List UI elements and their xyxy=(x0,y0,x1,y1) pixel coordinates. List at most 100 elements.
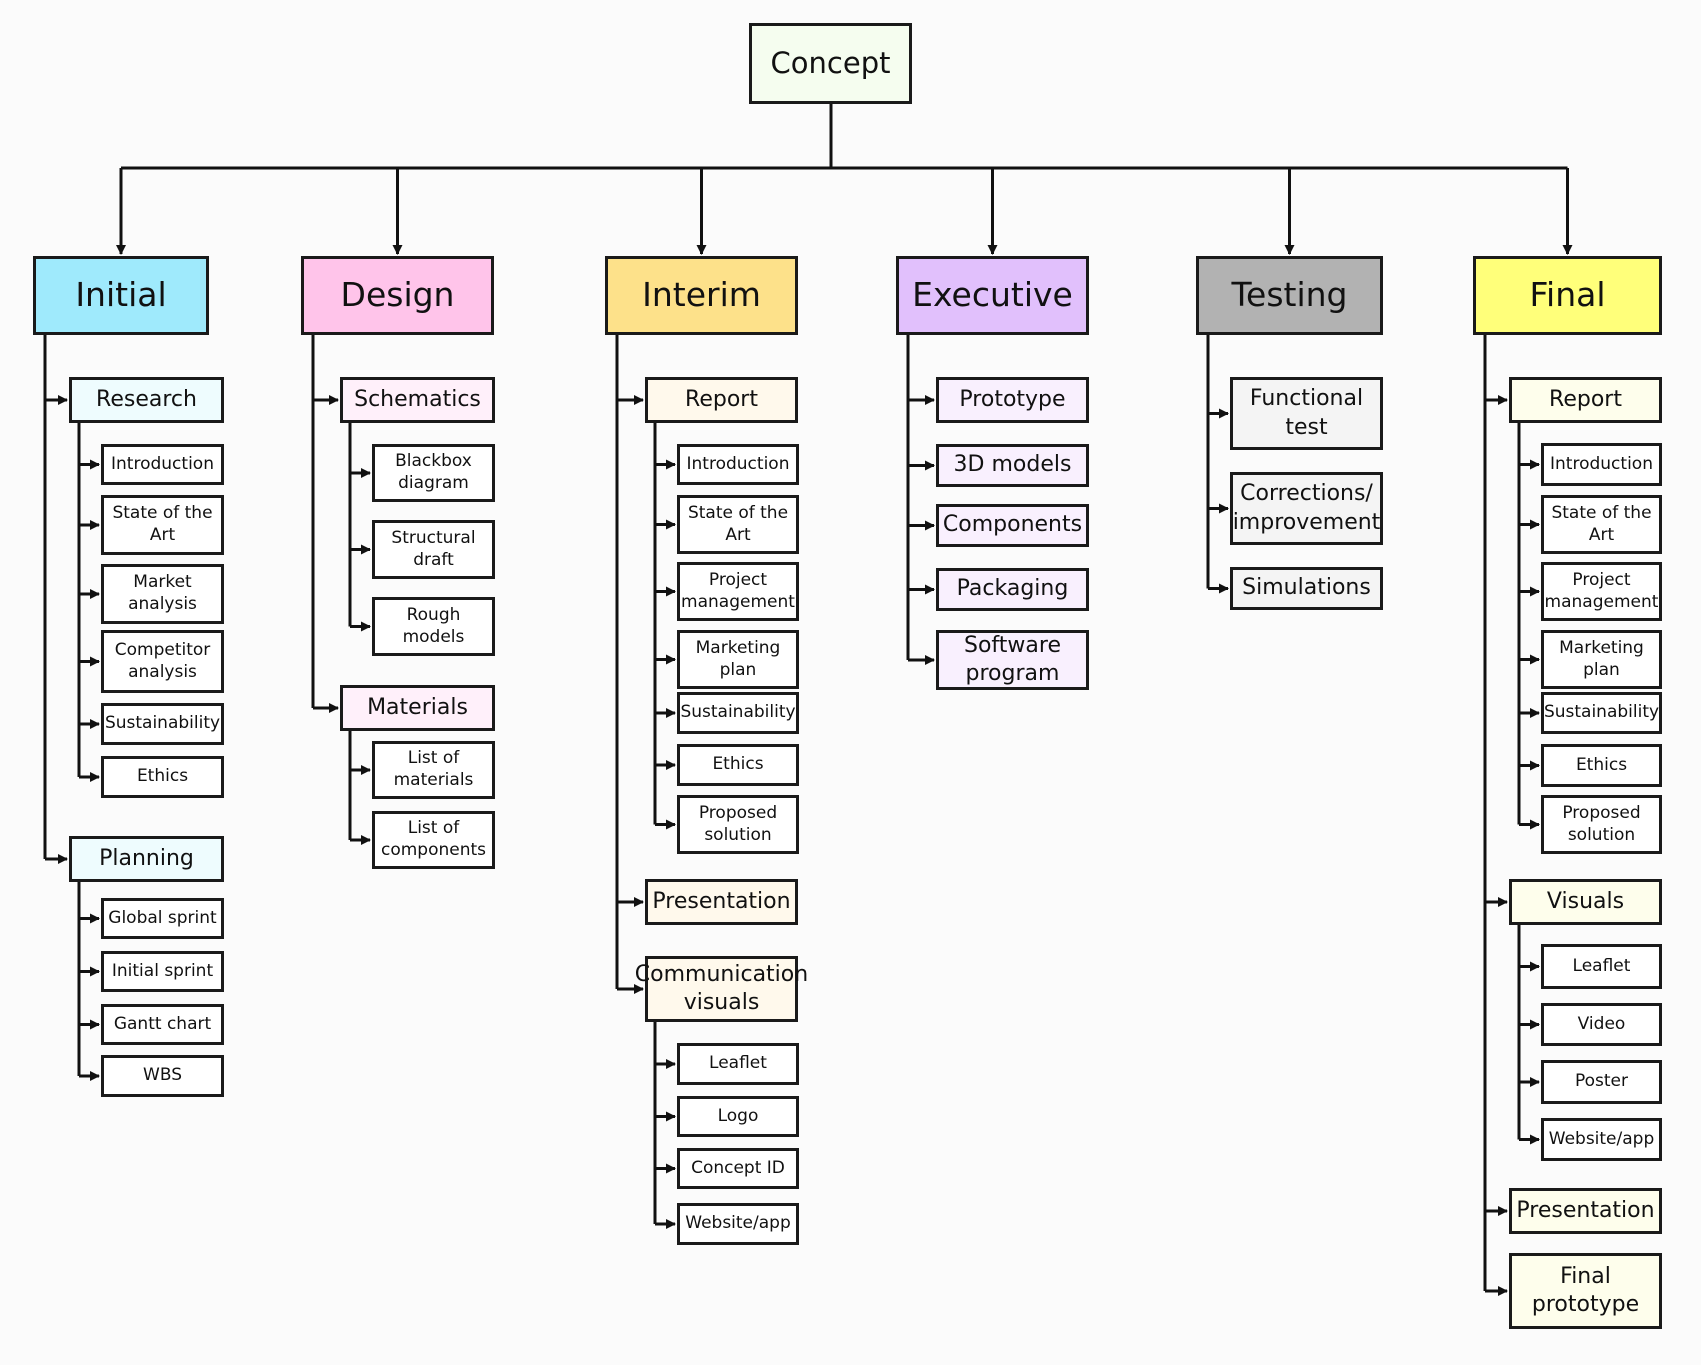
sub-executive-prototype: Prototype xyxy=(936,377,1089,423)
item-interim-report-project-management-label: Project management xyxy=(681,569,795,612)
item-final-visuals-website-app-label: Website/app xyxy=(1548,1128,1655,1149)
item-final-report-state-of-the-art-label: State of the Art xyxy=(1551,502,1652,545)
sub-testing-corrections-improvement-label: Corrections/ improvement xyxy=(1232,481,1381,535)
sub-testing-functional-test: Functional test xyxy=(1230,377,1383,450)
sub-executive-3d-models-label: 3D models xyxy=(953,452,1072,478)
item-interim-report-introduction: Introduction xyxy=(677,444,799,485)
item-final-report-ethics-label: Ethics xyxy=(1575,754,1628,775)
sub-initial-research: Research xyxy=(69,377,224,423)
item-final-visuals-leaflet-label: Leaflet xyxy=(1572,955,1631,976)
item-initial-planning-initial-sprint: Initial sprint xyxy=(101,951,224,992)
item-interim-communication-visuals-website-app-label: Website/app xyxy=(685,1213,791,1234)
item-final-visuals-poster: Poster xyxy=(1541,1060,1662,1104)
item-interim-report-introduction-label: Introduction xyxy=(686,453,790,474)
item-interim-communication-visuals-leaflet: Leaflet xyxy=(677,1043,799,1085)
item-final-report-sustainability: Sustainability xyxy=(1541,692,1662,734)
item-initial-planning-wbs: WBS xyxy=(101,1055,224,1097)
item-interim-report-proposed-solution-label: Proposed solution xyxy=(698,802,778,845)
sub-testing-corrections-improvement: Corrections/ improvement xyxy=(1230,472,1383,545)
item-initial-research-market-analysis: Market analysis xyxy=(101,564,224,624)
item-final-report-introduction: Introduction xyxy=(1541,443,1662,486)
item-initial-research-introduction-label: Introduction xyxy=(111,453,214,474)
sub-final-report-label: Report xyxy=(1549,386,1622,412)
item-initial-research-sustainability: Sustainability xyxy=(101,703,224,745)
phase-final-label: Final xyxy=(1529,275,1606,315)
item-final-report-introduction-label: Introduction xyxy=(1550,453,1653,474)
item-initial-research-competitor-analysis-label: Competitor analysis xyxy=(114,639,211,682)
item-final-visuals-poster-label: Poster xyxy=(1574,1071,1629,1092)
sub-final-final-prototype-label: Final prototype xyxy=(1531,1263,1640,1317)
item-initial-research-market-analysis-label: Market analysis xyxy=(128,572,197,614)
sub-design-materials-label: Materials xyxy=(367,694,468,720)
phase-initial: Initial xyxy=(33,256,209,335)
sub-testing-simulations-label: Simulations xyxy=(1242,575,1371,601)
phase-testing-label: Testing xyxy=(1231,275,1348,315)
item-initial-planning-gantt-chart: Gantt chart xyxy=(101,1004,224,1045)
sub-initial-planning-label: Planning xyxy=(99,845,194,871)
item-interim-communication-visuals-logo-label: Logo xyxy=(717,1105,759,1126)
sub-executive-software-program-label: Software program xyxy=(964,632,1061,686)
item-interim-report-proposed-solution: Proposed solution xyxy=(677,795,799,854)
sub-interim-communication-visuals: Communication visuals xyxy=(635,956,808,1022)
item-design-schematics-rough-models: Rough models xyxy=(372,597,495,656)
item-final-report-marketing-plan-label: Marketing plan xyxy=(1559,637,1644,680)
item-interim-communication-visuals-logo: Logo xyxy=(677,1096,799,1137)
item-design-schematics-structural-draft: Structural draft xyxy=(372,520,495,579)
sub-final-report: Report xyxy=(1509,377,1662,423)
item-final-visuals-website-app: Website/app xyxy=(1541,1118,1662,1161)
item-design-materials-list-of-materials: List of materials xyxy=(372,741,495,799)
sub-executive-3d-models: 3D models xyxy=(936,444,1089,487)
root-node-concept-label: Concept xyxy=(770,45,891,80)
sub-design-materials: Materials xyxy=(340,685,495,731)
sub-executive-components: Components xyxy=(936,504,1089,547)
sub-final-presentation-label: Presentation xyxy=(1516,1197,1655,1223)
sub-testing-functional-test-label: Functional test xyxy=(1249,386,1364,440)
sub-interim-presentation-label: Presentation xyxy=(652,888,791,914)
item-design-materials-list-of-components: List of components xyxy=(372,811,495,869)
phase-design-label: Design xyxy=(340,275,455,315)
sub-executive-components-label: Components xyxy=(942,512,1083,538)
sub-initial-planning: Planning xyxy=(69,836,224,882)
item-initial-research-ethics-label: Ethics xyxy=(136,766,189,787)
phase-interim: Interim xyxy=(605,256,798,335)
item-initial-planning-global-sprint: Global sprint xyxy=(101,898,224,939)
sub-testing-simulations: Simulations xyxy=(1230,567,1383,610)
phase-executive: Executive xyxy=(896,256,1089,335)
sub-initial-research-label: Research xyxy=(96,386,197,412)
item-design-schematics-blackbox-diagram-label: Blackbox diagram xyxy=(395,451,472,493)
sub-executive-packaging-label: Packaging xyxy=(956,576,1069,602)
phase-design: Design xyxy=(301,256,494,335)
item-initial-research-competitor-analysis: Competitor analysis xyxy=(101,630,224,693)
item-final-report-state-of-the-art: State of the Art xyxy=(1541,495,1662,554)
phase-executive-label: Executive xyxy=(912,275,1073,315)
item-interim-report-marketing-plan-label: Marketing plan xyxy=(695,637,781,680)
phase-interim-label: Interim xyxy=(642,275,761,315)
item-initial-research-introduction: Introduction xyxy=(101,444,224,485)
item-final-report-project-management: Project management xyxy=(1541,562,1662,621)
item-initial-planning-gantt-chart-label: Gantt chart xyxy=(113,1013,212,1034)
sub-interim-report: Report xyxy=(645,377,798,423)
item-final-report-project-management-label: Project management xyxy=(1544,569,1659,612)
sub-final-presentation: Presentation xyxy=(1509,1188,1662,1234)
item-final-visuals-video-label: Video xyxy=(1577,1013,1626,1034)
item-initial-planning-initial-sprint-label: Initial sprint xyxy=(111,960,214,981)
sub-final-visuals: Visuals xyxy=(1509,879,1662,925)
item-initial-research-sustainability-label: Sustainability xyxy=(104,713,221,734)
item-design-schematics-rough-models-label: Rough models xyxy=(402,604,465,647)
item-interim-report-state-of-the-art: State of the Art xyxy=(677,495,799,554)
item-final-report-proposed-solution: Proposed solution xyxy=(1541,795,1662,854)
item-interim-report-ethics-label: Ethics xyxy=(712,754,764,775)
item-interim-communication-visuals-concept-id-label: Concept ID xyxy=(691,1157,785,1178)
item-interim-communication-visuals-leaflet-label: Leaflet xyxy=(709,1053,767,1074)
item-design-materials-list-of-components-label: List of components xyxy=(380,818,487,860)
item-interim-report-marketing-plan: Marketing plan xyxy=(677,630,799,689)
item-interim-report-ethics: Ethics xyxy=(677,744,799,786)
item-final-visuals-video: Video xyxy=(1541,1003,1662,1046)
item-initial-research-state-of-the-art-label: State of the Art xyxy=(112,503,213,545)
sub-interim-presentation: Presentation xyxy=(645,879,798,925)
item-final-report-ethics: Ethics xyxy=(1541,744,1662,787)
item-initial-planning-global-sprint-label: Global sprint xyxy=(108,907,217,928)
item-interim-report-sustainability-label: Sustainability xyxy=(680,702,796,723)
